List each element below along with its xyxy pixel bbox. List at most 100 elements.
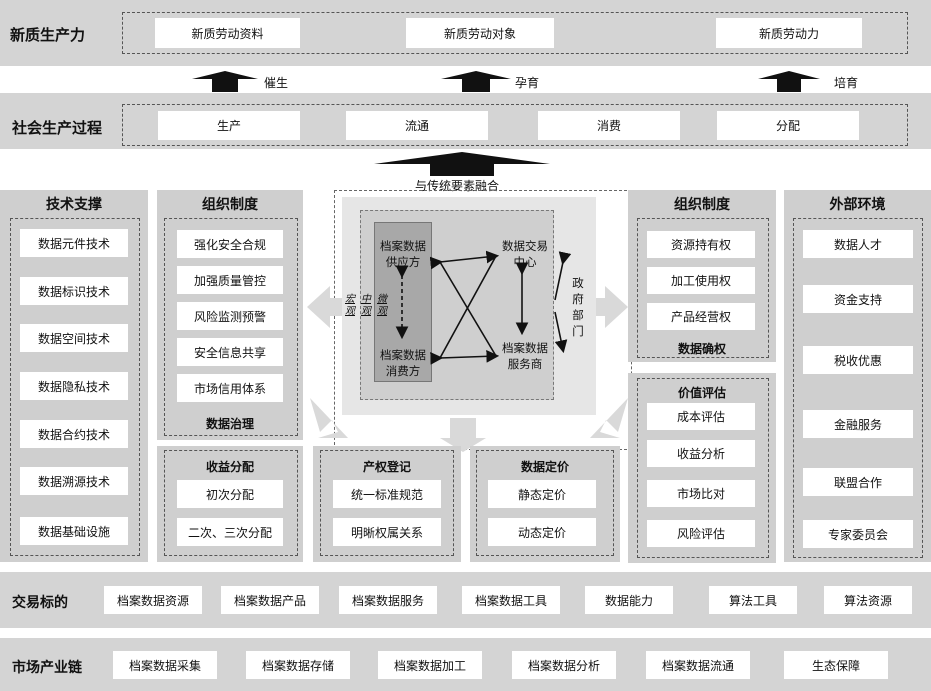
exchange-label: 数据交易中心 — [502, 239, 548, 269]
tech-item: 数据合约技术 — [20, 420, 128, 448]
micro-label: 微观 — [377, 294, 387, 317]
up-arrow-icon — [441, 71, 511, 92]
org-right-frame — [637, 218, 769, 358]
org-right-item: 产品经营权 — [647, 303, 755, 330]
rights-title: 产权登记 — [362, 460, 411, 474]
external-item: 数据人才 — [803, 230, 913, 258]
chain-item: 档案数据加工 — [378, 651, 482, 679]
arrow-label-spawn: 催生 — [264, 76, 289, 90]
process-item-consumption: 消费 — [538, 111, 680, 140]
income-title: 收益分配 — [205, 460, 254, 474]
tech-frame — [10, 218, 140, 556]
org-left-item: 强化安全合规 — [177, 230, 283, 258]
trade-item: 算法资源 — [824, 586, 912, 614]
meso-label: 中观 — [361, 294, 371, 317]
external-item: 专家委员会 — [803, 520, 913, 548]
chain-item: 生态保障 — [784, 651, 888, 679]
value-item: 风险评估 — [647, 520, 755, 547]
new-productivity-frame — [122, 12, 908, 54]
org-right-footer: 数据确权 — [677, 342, 726, 356]
external-item: 联盟合作 — [803, 468, 913, 496]
down-light-arrow-icon — [440, 418, 486, 452]
arrow-label-cultivate: 培育 — [834, 76, 859, 90]
income-frame — [164, 450, 298, 556]
trade-item: 数据能力 — [585, 586, 673, 614]
trade-title: 交易标的 — [12, 595, 68, 611]
trade-item: 档案数据资源 — [104, 586, 202, 614]
value-item: 收益分析 — [647, 440, 755, 467]
external-frame — [793, 218, 923, 558]
chain-item: 档案数据分析 — [512, 651, 616, 679]
org-left-footer: 数据治理 — [205, 417, 254, 431]
org-left-item: 市场信用体系 — [177, 374, 283, 402]
org-left-item: 加强质量管控 — [177, 266, 283, 294]
consume-label: 档案数据消费方 — [380, 348, 426, 378]
pricing-frame — [476, 450, 614, 556]
tech-item: 数据溯源技术 — [20, 467, 128, 495]
arrow-gov-service — [554, 311, 568, 354]
external-item: 金融服务 — [803, 410, 913, 438]
org-right-title: 组织制度 — [674, 197, 730, 213]
value-item: 市场比对 — [647, 480, 755, 507]
arrow-cross-1 — [439, 261, 497, 357]
chain-item: 档案数据流通 — [646, 651, 750, 679]
org-left-item: 风险监测预警 — [177, 302, 283, 330]
trade-item: 档案数据服务 — [339, 586, 437, 614]
left-light-arrow-icon — [307, 286, 342, 328]
trade-item: 档案数据工具 — [462, 586, 560, 614]
supply-consume-column — [374, 222, 432, 382]
pricing-item: 动态定价 — [488, 518, 596, 546]
tech-item: 数据空间技术 — [20, 324, 128, 352]
merge-label: 与传统要素融合 — [415, 179, 500, 193]
income-item: 初次分配 — [177, 480, 283, 508]
diag-right-light-arrow-icon — [590, 398, 628, 438]
process-item-distribution: 分配 — [717, 111, 859, 140]
rights-item: 明晰权属关系 — [333, 518, 441, 546]
macro-label: 宏观 — [345, 294, 355, 317]
tech-title: 技术支撑 — [46, 197, 102, 213]
merge-arrow-icon — [374, 152, 550, 176]
external-title: 外部环境 — [829, 197, 886, 213]
top-item-labor: 新质劳动力 — [716, 18, 862, 48]
org-left-item: 安全信息共享 — [177, 338, 283, 366]
org-left-frame — [164, 218, 298, 436]
value-frame — [637, 378, 769, 558]
service-label: 档案数据服务商 — [502, 341, 548, 371]
income-item: 二次、三次分配 — [177, 518, 283, 546]
arrow-supply-exchange — [429, 250, 500, 270]
rights-frame — [320, 450, 454, 556]
tech-item: 数据标识技术 — [20, 277, 128, 305]
social-process-frame — [122, 104, 908, 146]
external-item: 税收优惠 — [803, 346, 913, 374]
trade-item: 算法工具 — [709, 586, 797, 614]
chain-title: 市场产业链 — [12, 660, 82, 676]
org-left-title: 组织制度 — [202, 197, 258, 213]
process-item-circulation: 流通 — [346, 111, 488, 140]
tech-item: 数据隐私技术 — [20, 372, 128, 400]
arrow-gov-exchange — [554, 251, 572, 301]
tech-item: 数据元件技术 — [20, 229, 128, 257]
arrow-cross-2 — [439, 255, 497, 359]
right-light-arrow-icon — [596, 286, 628, 328]
value-title: 价值评估 — [677, 386, 726, 400]
chain-item: 档案数据存储 — [246, 651, 350, 679]
process-item-production: 生产 — [158, 111, 300, 140]
supply-label: 档案数据供应方 — [380, 239, 426, 269]
top-item-objects: 新质劳动对象 — [406, 18, 554, 48]
rights-item: 统一标准规范 — [333, 480, 441, 508]
up-arrow-icon — [192, 71, 258, 92]
chain-item: 档案数据采集 — [113, 651, 217, 679]
social-process-title: 社会生产过程 — [12, 119, 103, 137]
pricing-item: 静态定价 — [488, 480, 596, 508]
arrow-consume-service — [430, 349, 500, 365]
external-item: 资金支持 — [803, 285, 913, 313]
diag-left-light-arrow-icon — [310, 398, 348, 438]
trade-item: 档案数据产品 — [221, 586, 319, 614]
gov-label: 政府部门 — [572, 276, 584, 338]
arrow-label-nurture: 孕育 — [515, 76, 540, 90]
value-item: 成本评估 — [647, 403, 755, 430]
up-arrows-layer — [192, 71, 820, 92]
org-right-item: 加工使用权 — [647, 267, 755, 294]
new-productivity-title: 新质生产力 — [10, 26, 86, 44]
